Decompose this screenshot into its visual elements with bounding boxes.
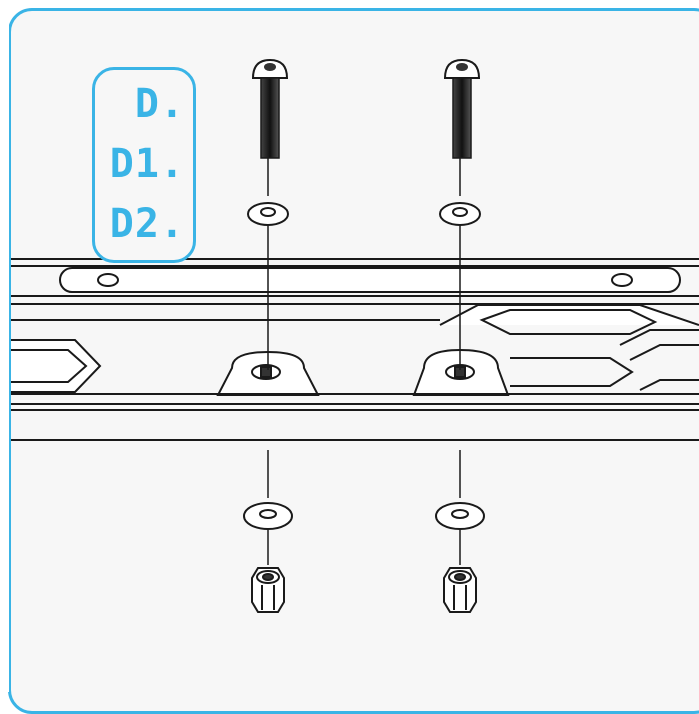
step-label-box: D. D1. D2.	[92, 67, 196, 263]
lock-nut-right	[443, 567, 477, 613]
standoff-right	[412, 348, 510, 396]
screw-right	[443, 58, 481, 159]
washer-bottom-right	[435, 502, 485, 530]
washer-top-left	[247, 202, 289, 226]
lock-nut-left	[251, 567, 285, 613]
step-label-d: D.	[134, 81, 185, 127]
step-label-d2: D2.	[109, 201, 185, 247]
step-label-d1: D1.	[109, 141, 185, 187]
plate-bottom-rail	[11, 393, 699, 441]
standoff-left	[216, 350, 320, 396]
axis-lines	[267, 158, 461, 565]
washer-top-right	[439, 202, 481, 226]
hex-cutouts	[11, 304, 699, 393]
plate-top-rail	[11, 258, 699, 321]
washer-bottom-left	[243, 502, 293, 530]
assembly-drawing	[11, 58, 699, 613]
screw-left	[251, 58, 289, 159]
